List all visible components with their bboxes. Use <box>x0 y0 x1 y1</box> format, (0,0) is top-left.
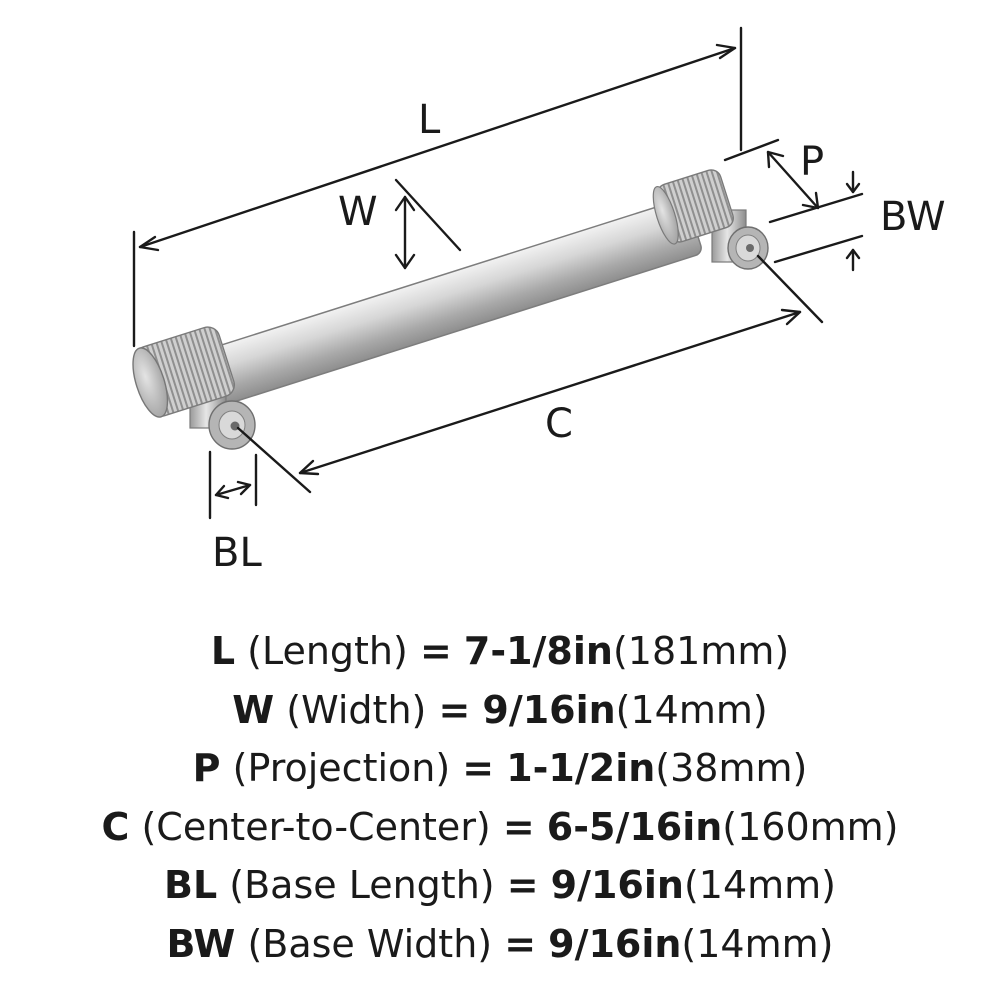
spec-center-to-center: C (Center-to-Center) = 6-5/16in(160mm) <box>0 798 1000 857</box>
label-w: W <box>338 189 378 235</box>
width-dimension <box>394 178 462 270</box>
spec-equals: = <box>506 863 539 907</box>
spec-value-in: 9/16in <box>548 921 682 966</box>
spec-abbr: BL <box>164 863 218 907</box>
spec-equals: = <box>462 746 495 790</box>
spec-value-in: 9/16in <box>482 687 616 732</box>
handle-bar <box>191 199 702 409</box>
spec-abbr: W <box>232 687 275 732</box>
spec-equals: = <box>502 804 535 849</box>
projection-dimension <box>723 138 864 224</box>
spec-value-mm: (14mm) <box>615 687 768 732</box>
spec-value-mm: (181mm) <box>612 629 790 673</box>
label-l: L <box>418 97 441 143</box>
left-knurled-cap <box>132 326 236 418</box>
spec-value-mm: (38mm) <box>655 746 808 790</box>
spec-length: L (Length) = 7-1/8in(181mm) <box>0 622 1000 681</box>
spec-value-in: 9/16in <box>550 863 684 907</box>
spec-name: (Base Width) <box>247 921 493 966</box>
spec-name: (Center-to-Center) <box>141 804 491 849</box>
center-to-center-dimension <box>236 254 824 494</box>
handle-dimension-diagram: L W P BW C BL <box>132 26 946 576</box>
spec-base-width: BW (Base Width) = 9/16in(14mm) <box>0 915 1000 974</box>
spec-name: (Length) <box>247 629 408 673</box>
cabinet-pull-handle <box>132 169 769 450</box>
spec-name: (Width) <box>286 687 427 732</box>
spec-value-mm: (14mm) <box>683 863 836 907</box>
base-width-dimension <box>773 170 864 272</box>
spec-abbr: L <box>210 629 236 673</box>
length-dimension <box>132 26 743 348</box>
base-length-dimension <box>208 450 258 520</box>
label-bw: BW <box>880 194 946 240</box>
spec-width: W (Width) = 9/16in(14mm) <box>0 681 1000 740</box>
dimension-specs: L (Length) = 7-1/8in(181mm) W (Width) = … <box>0 622 1000 973</box>
right-knurled-cap <box>652 169 734 245</box>
spec-value-in: 7-1/8in <box>463 629 613 673</box>
label-c: C <box>545 401 573 447</box>
label-bl: BL <box>212 530 262 576</box>
spec-equals: = <box>504 921 537 966</box>
spec-value-mm: (160mm) <box>722 804 899 849</box>
spec-name: (Projection) <box>232 746 451 790</box>
spec-value-in: 6-5/16in <box>546 804 723 849</box>
spec-equals: = <box>419 629 452 673</box>
spec-abbr: P <box>192 746 221 790</box>
spec-value-mm: (14mm) <box>681 921 834 966</box>
spec-base-length: BL (Base Length) = 9/16in(14mm) <box>0 856 1000 915</box>
spec-value-in: 1-1/2in <box>506 746 656 790</box>
spec-equals: = <box>438 687 471 732</box>
spec-abbr: BW <box>166 921 236 966</box>
spec-abbr: C <box>101 804 130 849</box>
spec-name: (Base Length) <box>229 863 495 907</box>
spec-projection: P (Projection) = 1-1/2in(38mm) <box>0 739 1000 798</box>
label-p: P <box>800 139 824 185</box>
